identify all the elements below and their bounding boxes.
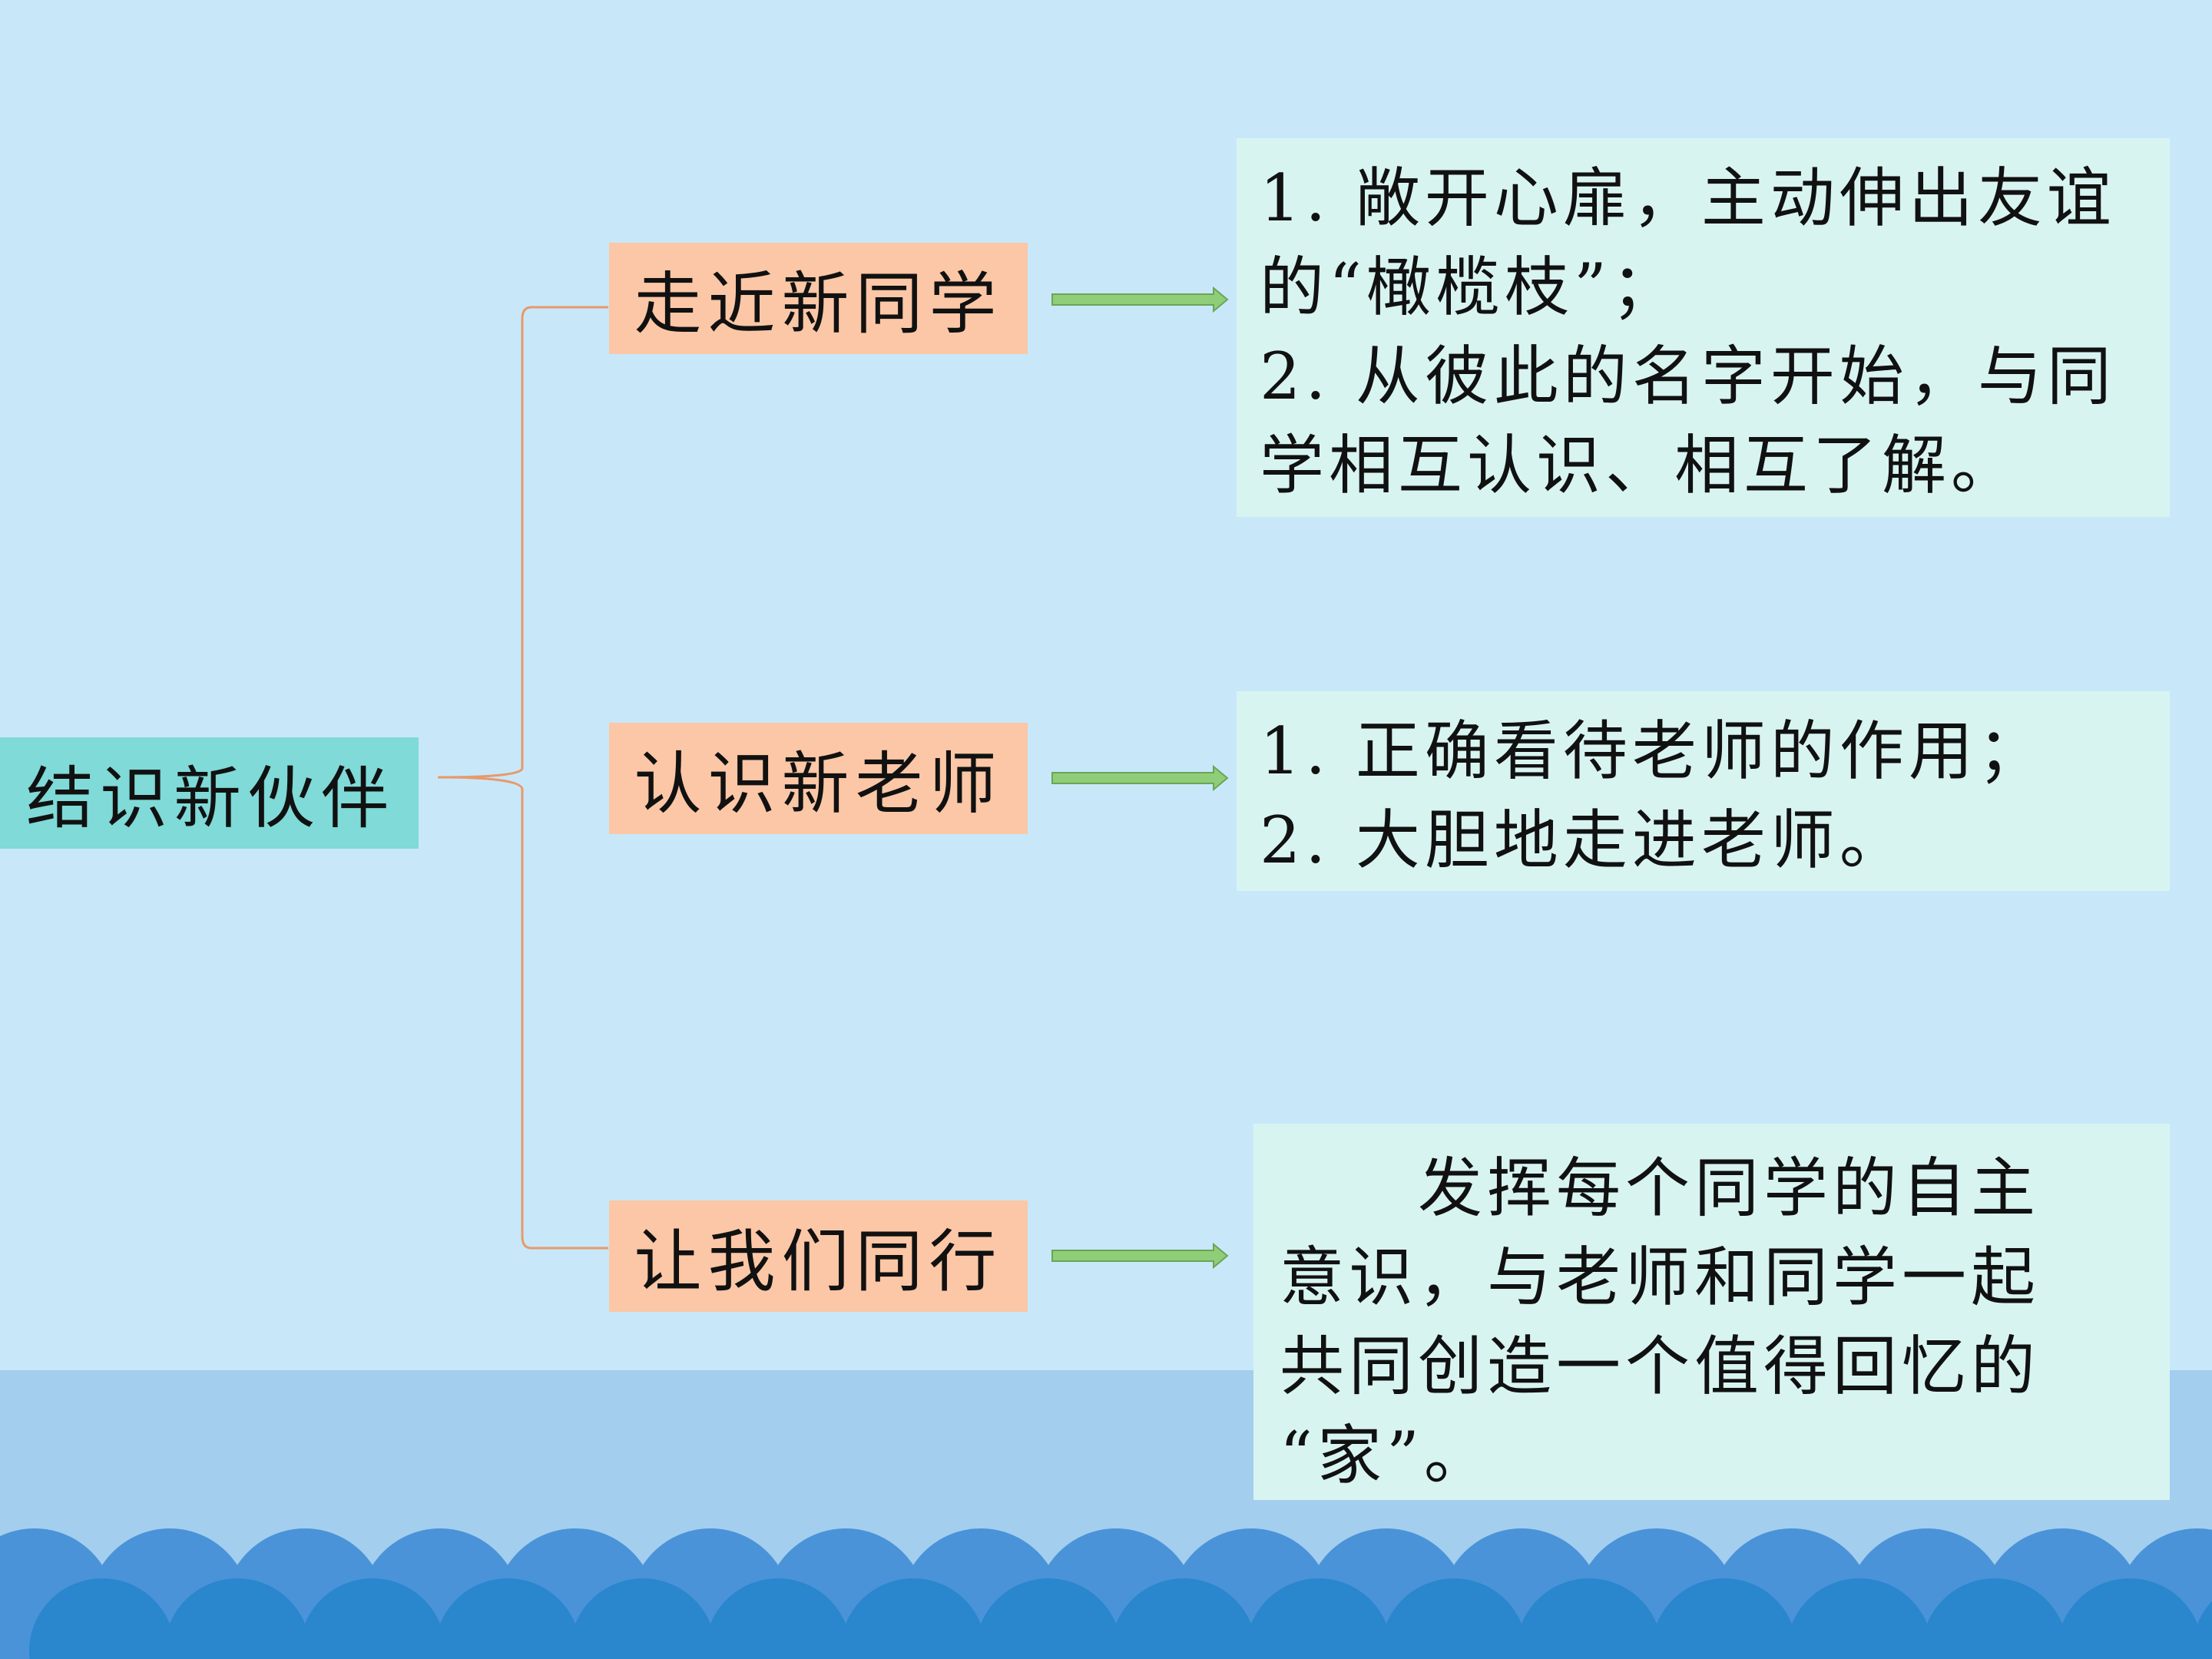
branch-label: 认识新老师 bbox=[634, 744, 1003, 823]
detail-line: 意识，与老师和同学一起 bbox=[1280, 1240, 2041, 1315]
detail-line: 2. 大胆地走进老师。 bbox=[1260, 803, 1909, 878]
wave-front bbox=[29, 1578, 175, 1659]
branch-node-1: 走近新同学 bbox=[609, 243, 1028, 354]
wave-front bbox=[1381, 1578, 1527, 1659]
wave-front bbox=[2192, 1601, 2212, 1659]
wave-front bbox=[164, 1578, 310, 1659]
bracket-line bbox=[437, 306, 608, 1250]
branch-label: 走近新同学 bbox=[634, 264, 1003, 343]
detail-line: 1. 敞开心扉，主动伸出友谊 bbox=[1260, 161, 2116, 236]
wave-front bbox=[570, 1578, 716, 1659]
detail-box-3: 发挥每个同学的自主 意识，与老师和同学一起 共同创造一个值得回忆的 “家”。 bbox=[1253, 1124, 2170, 1500]
wave-front bbox=[435, 1578, 581, 1659]
detail-line: 1. 正确看待老师的作用； bbox=[1260, 714, 2047, 789]
detail-line: “家”。 bbox=[1280, 1418, 1493, 1493]
detail-line: 共同创造一个值得回忆的 bbox=[1280, 1329, 2041, 1404]
detail-line: 学相互认识、相互了解。 bbox=[1260, 428, 2021, 503]
wave-front bbox=[300, 1578, 445, 1659]
detail-box-2: 1. 正确看待老师的作用； 2. 大胆地走进老师。 bbox=[1237, 691, 2170, 891]
detail-line: 的“橄榄枝”； bbox=[1260, 250, 1681, 325]
wave-front bbox=[1922, 1578, 2068, 1659]
arrow-3 bbox=[1051, 1242, 1229, 1270]
wave-front bbox=[1786, 1578, 1932, 1659]
wave-front bbox=[1651, 1578, 1797, 1659]
wave-front bbox=[840, 1578, 986, 1659]
detail-line: 发挥每个同学的自主 bbox=[1280, 1151, 2041, 1226]
detail-line: 2. 从彼此的名字开始，与同 bbox=[1260, 339, 2116, 414]
branch-node-3: 让我们同行 bbox=[609, 1200, 1028, 1312]
wave-front bbox=[1516, 1578, 1662, 1659]
detail-box-1: 1. 敞开心扉，主动伸出友谊 的“橄榄枝”； 2. 从彼此的名字开始，与同 学相… bbox=[1237, 138, 2170, 517]
arrow-1 bbox=[1051, 286, 1229, 313]
root-node: 结识新伙伴 bbox=[0, 737, 419, 849]
wave-front bbox=[2057, 1578, 2203, 1659]
wave-front bbox=[705, 1578, 851, 1659]
wave-front bbox=[1246, 1578, 1392, 1659]
root-label: 结识新伙伴 bbox=[26, 759, 396, 838]
wave-front bbox=[1111, 1578, 1257, 1659]
wave-front bbox=[975, 1578, 1121, 1659]
branch-node-2: 认识新老师 bbox=[609, 723, 1028, 834]
branch-label: 让我们同行 bbox=[634, 1222, 1003, 1301]
arrow-2 bbox=[1051, 764, 1229, 792]
